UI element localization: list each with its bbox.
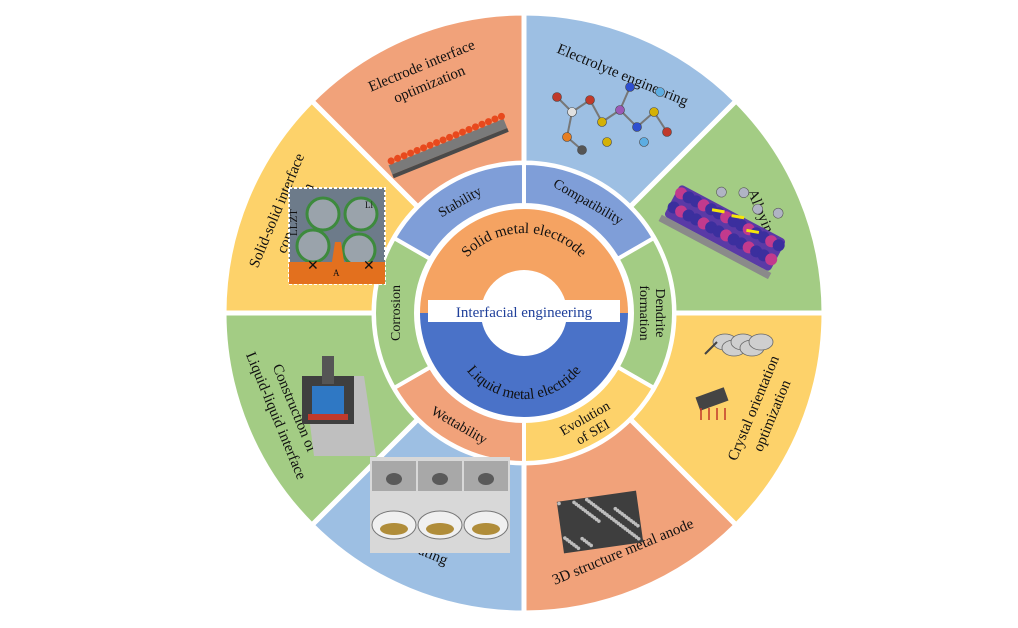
ring-segment-label-line: Corrosion	[389, 285, 404, 341]
ring-segment: Evolutionof SEI	[522, 364, 657, 466]
core-circle: Solid metal electrode Liquid metal elect…	[420, 209, 628, 417]
cell-container-icon	[302, 356, 376, 456]
molecule-icon	[552, 82, 672, 155]
llzt-particles-icon: LLZT LiA ✕ ✕	[288, 187, 386, 285]
svg-text:✕: ✕	[307, 259, 319, 274]
solid-metal-electrode-half	[420, 209, 628, 313]
alloy-particles-icon	[658, 185, 786, 280]
liquid-metal-electride-half	[420, 313, 628, 417]
ring-segment: Stability	[391, 160, 526, 262]
ring-segment-label-line: Dendrite	[652, 289, 667, 338]
segment-illustrations: LLZT LiA ✕ ✕	[288, 82, 786, 554]
middle-ring: CompatibilityDendriteformationEvolutiono…	[372, 160, 676, 466]
ring-segment-label: Corrosion	[389, 285, 404, 341]
porous-anode-icon	[556, 490, 644, 554]
a-label: A	[333, 268, 340, 278]
crystal-icon	[695, 333, 774, 420]
outer-segment: Electrode interfaceoptimization	[308, 10, 527, 211]
svg-text:✕: ✕	[363, 259, 375, 274]
ring-segment-wedge	[391, 160, 526, 262]
center-circle	[481, 270, 567, 356]
coated-electrode-icon	[387, 112, 509, 179]
ring-segment: Wettability	[391, 364, 526, 466]
ring-segment-label: Dendriteformation	[636, 285, 667, 340]
llzt-label: LLZT	[288, 209, 300, 236]
ring-segment-label-line: formation	[636, 285, 651, 340]
li-label: Li	[365, 200, 373, 210]
interfacial-engineering-title: Interfacial engineering	[456, 305, 593, 321]
droplet-photos-icon	[370, 457, 510, 553]
